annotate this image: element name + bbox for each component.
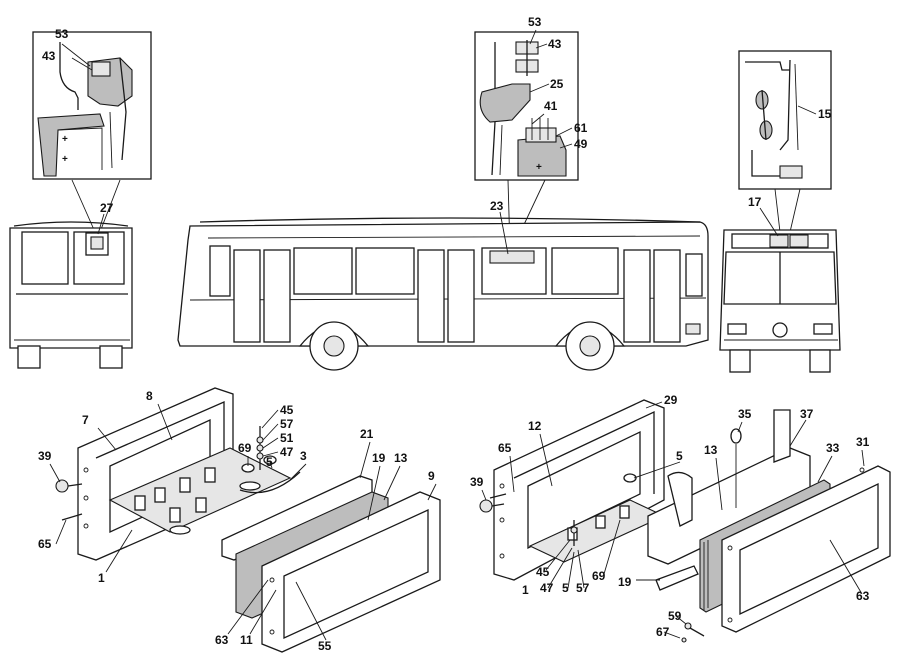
callout-31: 31 [856, 435, 870, 449]
callout-59: 59 [668, 609, 682, 623]
svg-text:+: + [62, 154, 68, 165]
callout-13b: 13 [704, 443, 718, 457]
callout-51: 51 [280, 431, 294, 445]
detail-inset-side-sign: + [474, 31, 579, 181]
callout-67: 67 [656, 625, 670, 639]
callout-49: 49 [574, 137, 588, 151]
callout-5: 5 [266, 455, 273, 469]
detail-inset-front [738, 50, 832, 190]
callout-39: 39 [38, 449, 52, 463]
callout-37: 37 [800, 407, 814, 421]
callout-11: 11 [240, 633, 253, 647]
bus-front-view [719, 229, 841, 373]
callout-1: 1 [98, 571, 105, 585]
callout-41: 41 [544, 99, 558, 113]
svg-text:+: + [536, 162, 542, 173]
callout-25: 25 [550, 77, 564, 91]
callout-43: 43 [42, 49, 56, 63]
callout-63b: 63 [856, 589, 870, 603]
callout-19b: 19 [618, 575, 632, 589]
callout-69b: 69 [592, 569, 606, 583]
callout-53: 53 [55, 27, 69, 41]
callout-47b: 47 [540, 581, 554, 595]
exploded-rear-sign-assembly [55, 387, 441, 653]
callout-13: 13 [394, 451, 408, 465]
callout-55: 55 [318, 639, 332, 653]
callout-65: 65 [38, 537, 52, 551]
callout-23: 23 [490, 199, 504, 213]
callout-43b: 43 [548, 37, 562, 51]
callout-27: 27 [100, 201, 114, 215]
callout-45b: 45 [536, 565, 550, 579]
bus-side-view [177, 217, 709, 371]
callout-35: 35 [738, 407, 752, 421]
callout-9: 9 [428, 469, 435, 483]
callout-15: 15 [818, 107, 832, 121]
callout-8: 8 [146, 389, 153, 403]
callout-7: 7 [82, 413, 89, 427]
callout-17: 17 [748, 195, 762, 209]
exploded-side-sign-assembly [479, 399, 891, 643]
callout-29: 29 [664, 393, 678, 407]
callout-57b: 57 [576, 581, 590, 595]
callout-21: 21 [360, 427, 374, 441]
callout-19: 19 [372, 451, 386, 465]
bus-rear-view [9, 221, 133, 369]
callout-63: 63 [215, 633, 229, 647]
callout-57: 57 [280, 417, 294, 431]
callout-5b: 5 [676, 449, 683, 463]
detail-inset-rear: + + [32, 31, 152, 180]
callout-3: 3 [300, 449, 307, 463]
callout-12: 12 [528, 419, 542, 433]
callout-5c: 5 [562, 581, 569, 595]
callout-65b: 65 [498, 441, 512, 455]
callout-45: 45 [280, 403, 294, 417]
callout-39b: 39 [470, 475, 484, 489]
svg-text:+: + [62, 134, 68, 145]
callout-53b: 53 [528, 15, 542, 29]
callout-61: 61 [574, 121, 588, 135]
callout-69: 69 [238, 441, 252, 455]
callout-33: 33 [826, 441, 840, 455]
callout-1b: 1 [522, 583, 529, 597]
callout-47: 47 [280, 445, 294, 459]
